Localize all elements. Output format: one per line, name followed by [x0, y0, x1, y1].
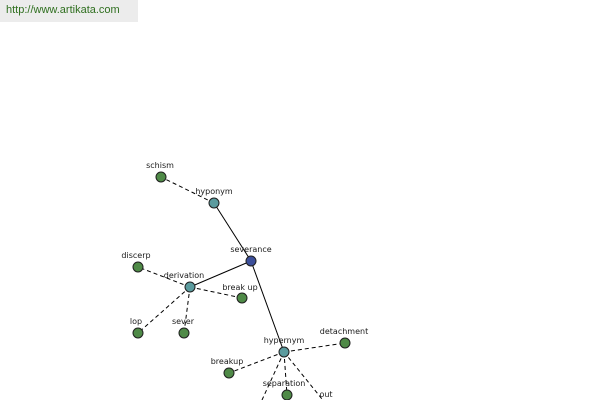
node-label: separation — [263, 379, 306, 388]
nodes-layer: severance hyponym schism derivation discerp b… — [121, 161, 368, 400]
edge-hypernym-detachment — [283, 342, 346, 353]
edges-layer — [137, 176, 346, 400]
node-separation[interactable]: separation — [263, 379, 306, 400]
edge-derivation-break_up — [189, 286, 243, 299]
node-hypernym[interactable]: hypernym — [264, 336, 305, 358]
edge-severance-hypernym — [250, 260, 285, 353]
edge-hypernym-breakup — [228, 351, 285, 374]
node-out[interactable]: out — [319, 390, 332, 399]
node-label: lop — [130, 317, 142, 326]
source-url-text[interactable]: http://www.artikata.com — [6, 4, 120, 16]
node-discerp[interactable]: discerp — [121, 251, 151, 273]
edge-hypernym-separation — [283, 351, 288, 396]
node-marker[interactable] — [278, 346, 290, 358]
node-label: out — [319, 390, 332, 399]
node-schism[interactable]: schism — [146, 161, 174, 183]
node-marker[interactable] — [208, 197, 220, 209]
node-label: severance — [230, 245, 271, 254]
node-label: sever — [172, 317, 195, 326]
edge-hypernym-out — [283, 351, 323, 400]
edge-hypernym-offscreen — [261, 351, 285, 400]
node-label: discerp — [121, 251, 150, 260]
node-marker[interactable] — [281, 389, 293, 400]
node-label: breakup — [211, 357, 244, 366]
node-derivation[interactable]: derivation — [164, 271, 204, 293]
node-marker[interactable] — [223, 367, 235, 379]
node-break-up[interactable]: break up — [222, 283, 258, 304]
node-lop[interactable]: lop — [130, 317, 144, 339]
node-label: schism — [146, 161, 174, 170]
node-label: hypernym — [264, 336, 305, 345]
node-marker[interactable] — [184, 281, 196, 293]
node-detachment[interactable]: detachment — [320, 327, 368, 349]
edge-severance-hyponym — [213, 202, 252, 262]
node-label: derivation — [164, 271, 204, 280]
edge-severance-derivation — [189, 260, 252, 288]
edge-derivation-sever — [183, 286, 191, 334]
node-marker[interactable] — [178, 327, 190, 339]
node-marker[interactable] — [339, 337, 351, 349]
edge-derivation-discerp — [137, 266, 191, 288]
node-sever[interactable]: sever — [172, 317, 195, 339]
node-marker[interactable] — [132, 261, 144, 273]
node-severance[interactable]: severance — [230, 245, 272, 267]
node-label: hyponym — [195, 187, 233, 196]
node-marker[interactable] — [155, 171, 167, 183]
source-url-banner: http://www.artikata.com — [0, 0, 138, 22]
node-label: detachment — [320, 327, 368, 336]
node-marker[interactable] — [236, 292, 248, 304]
node-marker[interactable] — [132, 327, 144, 339]
node-hyponym[interactable]: hyponym — [195, 187, 233, 209]
node-marker[interactable] — [245, 255, 257, 267]
edge-hyponym-schism — [160, 176, 215, 204]
node-breakup[interactable]: breakup — [211, 357, 244, 379]
edge-derivation-lop — [137, 286, 191, 334]
node-label: break up — [222, 283, 257, 292]
